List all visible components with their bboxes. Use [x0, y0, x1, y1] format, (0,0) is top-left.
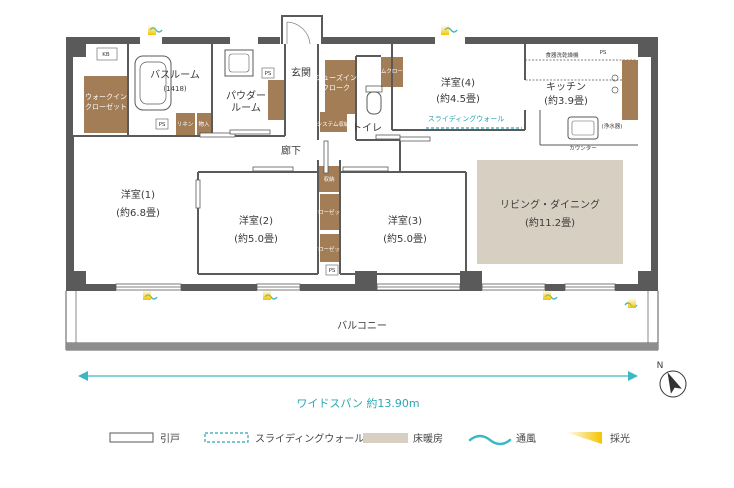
label-walkin-2: クローゼット [85, 102, 127, 111]
label-linen: リネン [177, 121, 194, 128]
daylight-marks [143, 25, 636, 308]
label-system-closet-4: システムクローゼット [365, 67, 420, 75]
label-room1: 洋室(1) [121, 188, 155, 201]
label-ps-kitchen: PS [600, 50, 607, 56]
washing-machine [268, 80, 284, 120]
toilet-bowl [366, 91, 382, 115]
label-ps-room: PS [329, 268, 336, 274]
windows [115, 283, 616, 291]
span-label: ワイドスパン 約13.90m [296, 396, 419, 410]
legend-label-daylight: 採光 [610, 432, 630, 445]
label-kitchen: キッチン [546, 81, 586, 93]
legend-daylight-icon [565, 432, 602, 444]
label-room3: 洋室(3) [388, 214, 422, 227]
kitchen-counter-top [524, 59, 638, 81]
label-room1-size: (約6.8畳) [116, 206, 160, 219]
legend-label-floor-heating: 床暖房 [413, 432, 443, 445]
walkin-closet-fill [84, 76, 128, 133]
legend: 引戸 スライディングウォール 床暖房 通風 採光 [109, 432, 630, 446]
kitchen-sink [567, 116, 599, 140]
label-shoes-2: クローク [322, 84, 350, 92]
kitchen-cabinet-right [622, 60, 638, 120]
label-bathroom: バスルーム [150, 69, 200, 81]
washbasin [224, 49, 254, 77]
legend-label-ventilation: 通風 [516, 433, 536, 445]
label-kitchen-size: (約3.9畳) [544, 94, 588, 107]
legend-floor-heating-icon [363, 433, 408, 443]
label-room2: 洋室(2) [239, 214, 273, 227]
system-closet-2-fill [320, 194, 339, 230]
legend-label-sliding-door: 引戸 [160, 433, 180, 445]
system-closet-3-fill [320, 234, 339, 262]
label-system-closet-2: クローゼット [312, 208, 345, 216]
linen-fill [176, 113, 195, 135]
span-dimension-arrow [78, 371, 638, 381]
storage-under-fill [320, 112, 347, 132]
bathtub [134, 55, 172, 111]
sliding-doors [195, 129, 431, 209]
entrance-recess [281, 15, 323, 44]
label-powder-2: ルーム [231, 102, 261, 114]
label-living: リビング・ダイニング [500, 198, 600, 211]
label-room4-size: (約4.5畳) [436, 92, 480, 105]
label-powder-1: パウダー [226, 89, 266, 102]
label-system-closet-3: クローゼット [312, 245, 345, 253]
entrance-door-swing [286, 21, 311, 45]
utility-fill [197, 113, 212, 135]
legend-label-sliding-wall: スライディングウォール [255, 432, 364, 445]
label-bathroom-size: (1418) [163, 85, 187, 93]
label-walkin-1: ウォークイン [85, 93, 127, 101]
label-shoes-1: シューズイン [315, 73, 357, 82]
label-room3-size: (約5.0畳) [383, 232, 427, 245]
legend-sliding-wall-icon [204, 432, 249, 443]
north-compass: N [657, 361, 687, 398]
label-sliding-wall: スライディングウォール [428, 114, 505, 123]
label-water-purifier: (浄水器) [602, 122, 623, 130]
legend-ventilation-icon [468, 434, 512, 446]
label-corridor: 廊下 [281, 144, 301, 157]
stove-burner [611, 74, 619, 82]
interior-walls [72, 44, 526, 284]
label-entrance: 玄関 [291, 66, 311, 79]
legend-sliding-door-icon [109, 432, 154, 443]
label-dishwasher: 食器洗乾燥機 [545, 51, 579, 59]
label-utility: 物入 [198, 120, 210, 128]
label-room4: 洋室(4) [441, 76, 475, 89]
label-room2-size: (約5.0畳) [234, 232, 278, 245]
label-system-storage-1: 収納 [323, 175, 335, 183]
label-counter: カウンター [569, 144, 597, 152]
label-ps-entrance: PS [265, 71, 272, 77]
label-balcony: バルコニー [337, 320, 387, 332]
label-ps-bath: PS [159, 122, 166, 128]
label-system-storage-under: システム収納 [317, 120, 350, 128]
label-living-size: (約11.2畳) [525, 216, 575, 229]
compass-north-label: N [657, 361, 664, 371]
floor-heating-area [477, 160, 623, 264]
label-toilet: トイレ [352, 123, 382, 134]
label-kb: KB [102, 52, 110, 58]
shoes-closet-fill [325, 60, 356, 114]
